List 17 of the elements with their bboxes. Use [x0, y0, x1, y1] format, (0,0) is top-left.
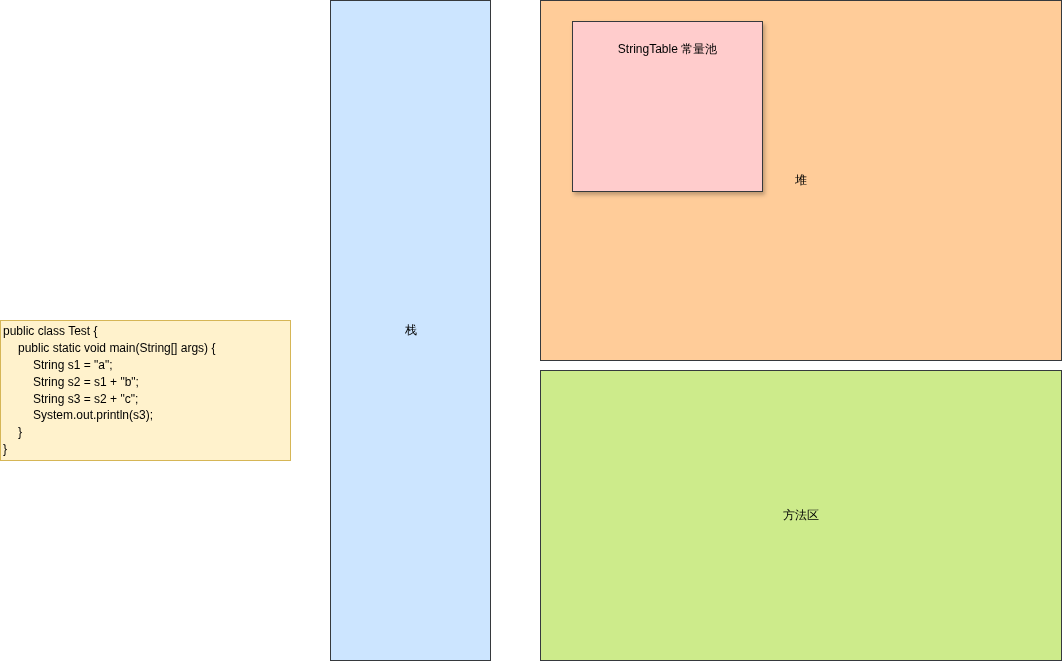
method-area-panel: [540, 370, 1062, 661]
code-line: }: [3, 440, 7, 458]
code-line: }: [17, 424, 22, 441]
panel-label: 栈: [404, 322, 417, 339]
code-line: public static void main(String[] args) {: [17, 340, 216, 357]
code-line: System.out.println(s3);: [32, 407, 154, 425]
code-box: [0, 320, 291, 461]
stack-panel: [330, 0, 491, 661]
code-line: String s2 = s1 + "b";: [32, 373, 139, 391]
code-line: String s1 = "a";: [32, 356, 113, 374]
code-line: public class Test {: [3, 323, 98, 341]
string-table-box: [572, 21, 763, 192]
heap-panel: [540, 0, 1062, 361]
box-title: StringTable 常量池: [617, 41, 718, 58]
code-line: String s3 = s2 + "c";: [32, 390, 139, 408]
panel-label: 堆: [795, 171, 807, 189]
panel-label: 方法区: [783, 507, 819, 524]
